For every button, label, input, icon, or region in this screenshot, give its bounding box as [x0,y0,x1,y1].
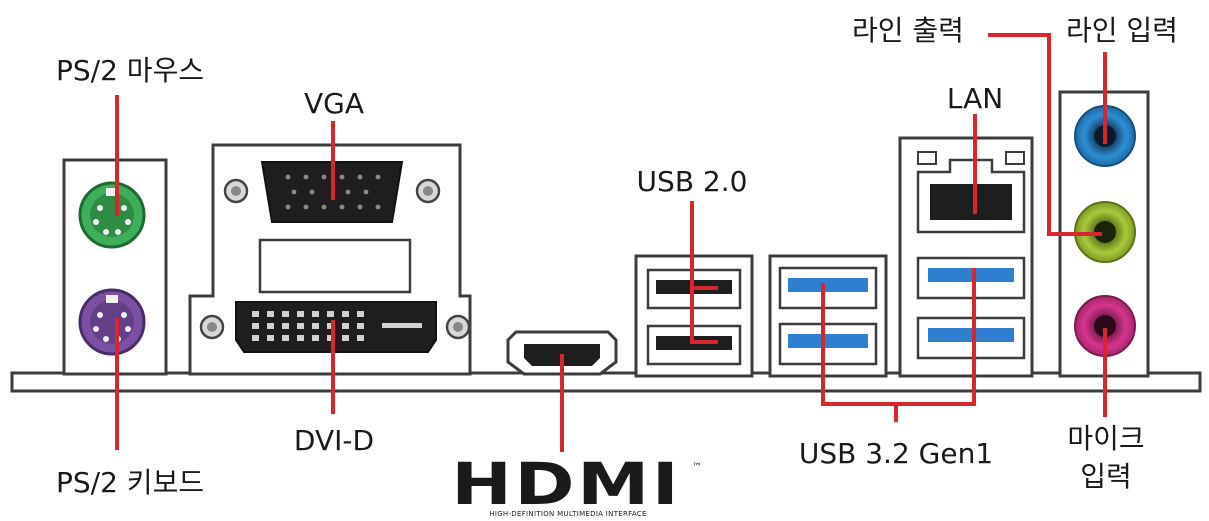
hdmi-logo-tagline: HIGH-DEFINITION MULTIMEDIA INTERFACE [489,510,646,518]
label-mic-line1: 마이크 [1067,422,1145,455]
usb32-port-group [768,254,888,378]
usb32-port-top [778,266,878,310]
usb32-port-right-top [916,256,1026,300]
leader-line-out [988,33,1102,236]
lan-usb32-port-group [898,136,1034,378]
label-line-in: 라인 입력 [1066,14,1178,47]
lan-port [916,151,1026,234]
ps2-keyboard-port [78,288,146,356]
mic-in-jack [1074,295,1136,357]
label-mic-line2: 입력 [1080,460,1132,493]
label-dvi-d: DVI-D [293,424,375,457]
label-ps2-keyboard: PS/2 키보드 [56,466,205,499]
hdmi-logo: HDMI ™ HIGH-DEFINITION MULTIMEDIA INTERF… [451,451,702,518]
line-out-jack [1074,201,1136,263]
hdmi-logo-wordmark: HDMI [451,451,681,518]
leader-usb2 [690,201,718,344]
ps2-mouse-port [78,181,146,249]
label-usb2: USB 2.0 [636,165,748,198]
label-line-out: 라인 출력 [852,14,964,47]
leader-usb32 [821,268,976,406]
label-ps2-mouse: PS/2 마우스 [56,54,205,87]
leader-lines [115,33,1107,452]
label-lan: LAN [946,82,1004,115]
usb32-port-right-bottom [916,316,1026,360]
label-usb32: USB 3.2 Gen1 [798,437,994,470]
video-port-group [188,143,472,376]
label-vga: VGA [303,87,365,120]
usb32-port-bottom [778,322,878,366]
hdmi-logo-trademark: ™ [692,462,702,473]
dvi-d-port [199,238,471,353]
